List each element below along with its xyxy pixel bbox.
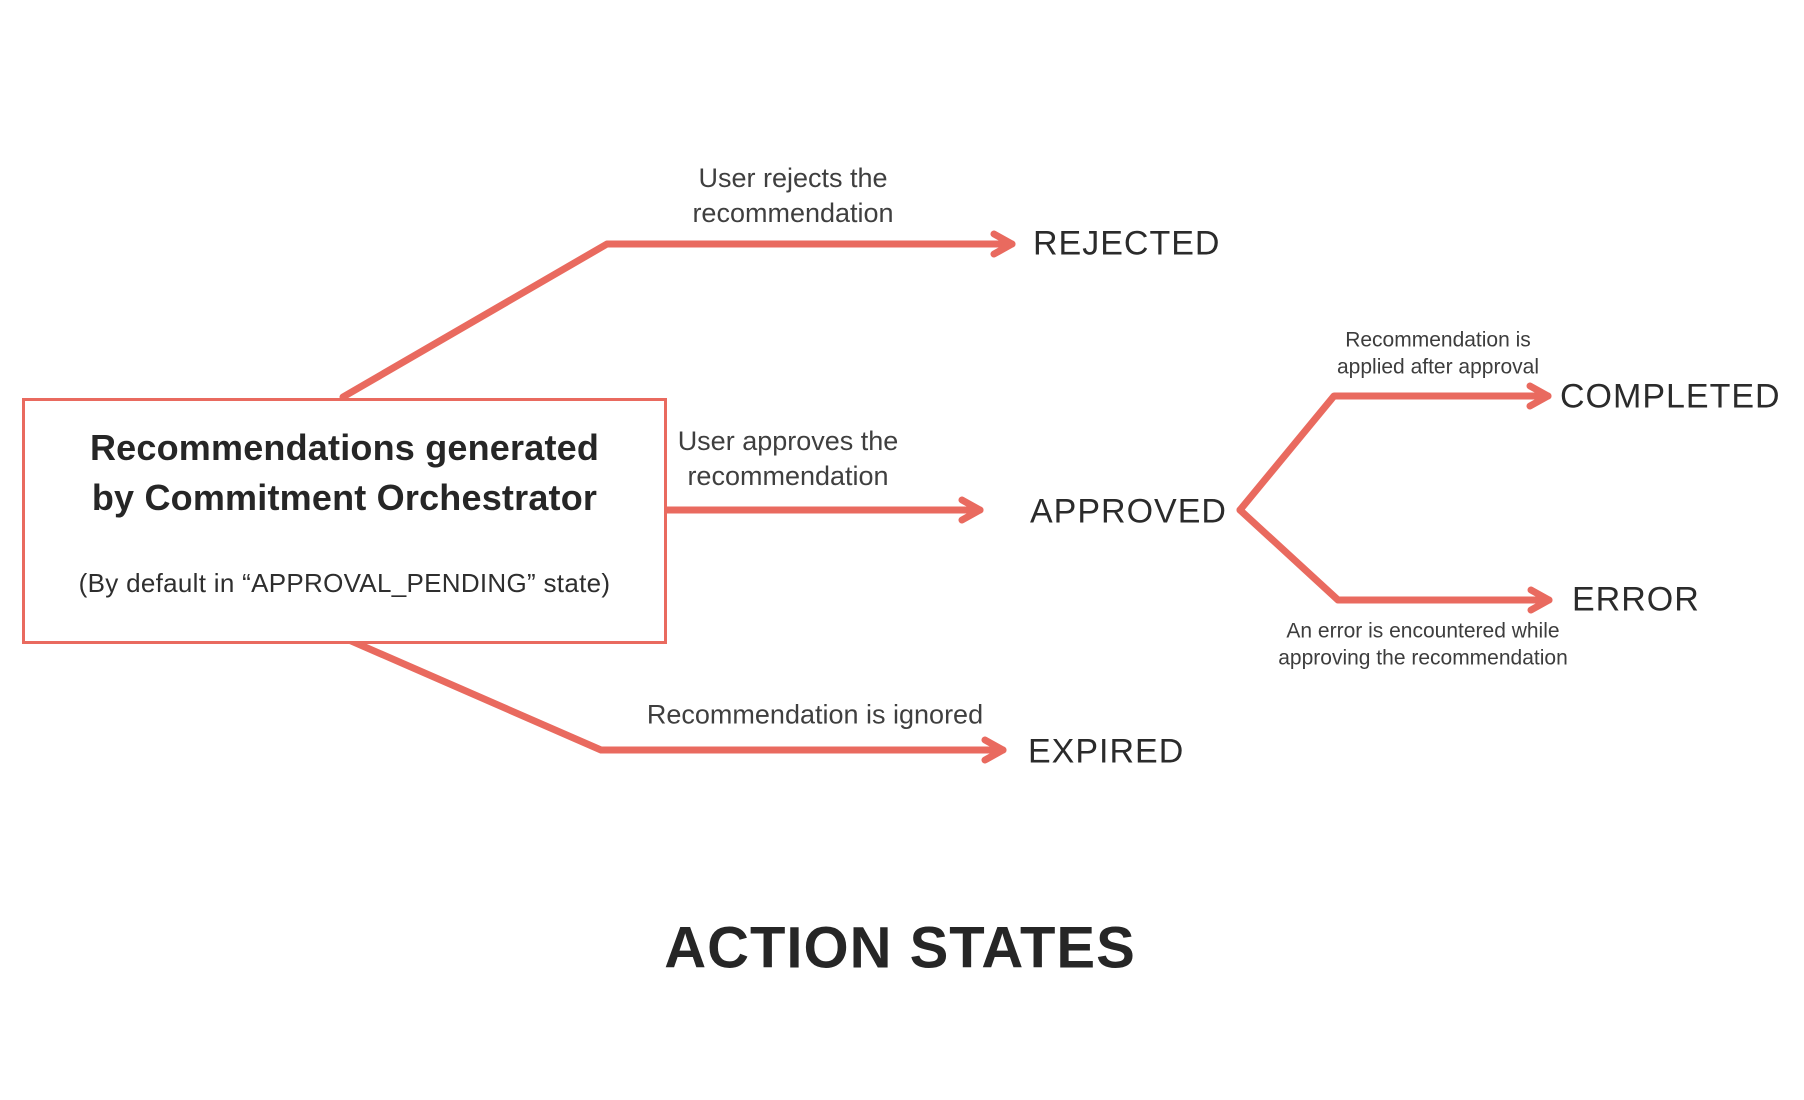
diagram-caption: ACTION STATES [664, 915, 1136, 981]
edge-reject-line [339, 230, 1016, 401]
edge-label-reject: User rejects the recommendation [692, 161, 893, 231]
edge-label-complete-line1: Recommendation is [1345, 328, 1531, 352]
source-box: Recommendations generated by Commitment … [22, 398, 667, 644]
state-approved: APPROVED [1030, 492, 1227, 531]
edge-label-expire-line1: Recommendation is ignored [646, 699, 984, 730]
source-box-title-line1: Recommendations generated [89, 427, 600, 468]
edge-label-reject-line1: User rejects the [698, 162, 888, 193]
edge-label-error: An error is encountered while approving … [1278, 618, 1568, 673]
edge-label-approve-line2: recommendation [687, 461, 889, 491]
edge-label-complete-line2: applied after approval [1337, 356, 1539, 379]
source-box-title-line2: by Commitment Orchestrator [91, 477, 598, 518]
source-box-subtitle: (By default in “APPROVAL_PENDING” state) [78, 568, 611, 598]
state-completed: COMPLETED [1560, 377, 1781, 416]
edge-expire-line [306, 619, 1007, 764]
edge-label-complete: Recommendation is applied after approval [1337, 327, 1539, 382]
edge-label-reject-line2: recommendation [692, 198, 894, 228]
state-rejected: REJECTED [1033, 224, 1221, 263]
source-box-title: Recommendations generated by Commitment … [90, 423, 599, 523]
edge-label-approve-line1: User approves the [677, 425, 899, 456]
edge-label-error-line1: An error is encountered while [1286, 619, 1560, 643]
edge-label-expire: Recommendation is ignored [647, 697, 983, 732]
state-error: ERROR [1572, 580, 1700, 619]
edge-complete-line [1236, 382, 1552, 514]
edge-label-error-line2: approving the recommendation [1278, 647, 1568, 670]
edge-error-line [1236, 506, 1553, 614]
edge-label-approve: User approves the recommendation [678, 424, 899, 494]
state-expired: EXPIRED [1028, 732, 1185, 771]
